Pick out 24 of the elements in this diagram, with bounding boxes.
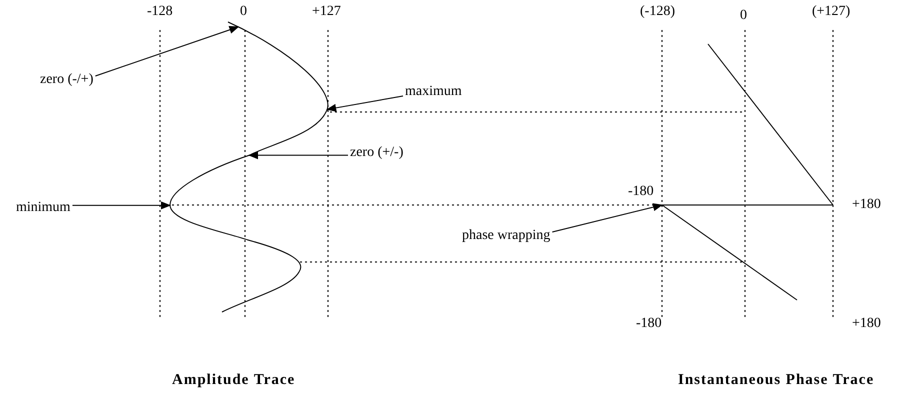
leader-line xyxy=(72,201,171,210)
phase-line xyxy=(662,204,834,206)
leader-line xyxy=(94,26,240,76)
axis-label: 0 xyxy=(740,8,747,24)
leader-line xyxy=(326,96,404,112)
callout-label: maximum xyxy=(405,84,462,100)
axis-label: +127 xyxy=(312,4,341,20)
axis-label: -180 xyxy=(628,184,654,200)
leader-line xyxy=(248,151,348,160)
axis-label: (+127) xyxy=(812,4,850,20)
callout-label: minimum xyxy=(16,200,70,216)
callout-label: zero (+/-) xyxy=(350,145,404,161)
panel-caption: Instantaneous Phase Trace xyxy=(678,372,874,388)
amplitude-curve xyxy=(170,22,328,312)
axis-label: +180 xyxy=(852,197,881,213)
axis-label: +180 xyxy=(852,316,881,332)
axis-label: 0 xyxy=(240,4,247,20)
callout-label: phase wrapping xyxy=(462,228,550,244)
callout-label: zero (-/+) xyxy=(40,72,94,88)
axis-label: -180 xyxy=(636,316,662,332)
panel-caption: Amplitude Trace xyxy=(172,372,296,388)
leader-line xyxy=(552,203,663,232)
axis-label: -128 xyxy=(147,4,173,20)
axis-label: (-128) xyxy=(640,4,675,20)
